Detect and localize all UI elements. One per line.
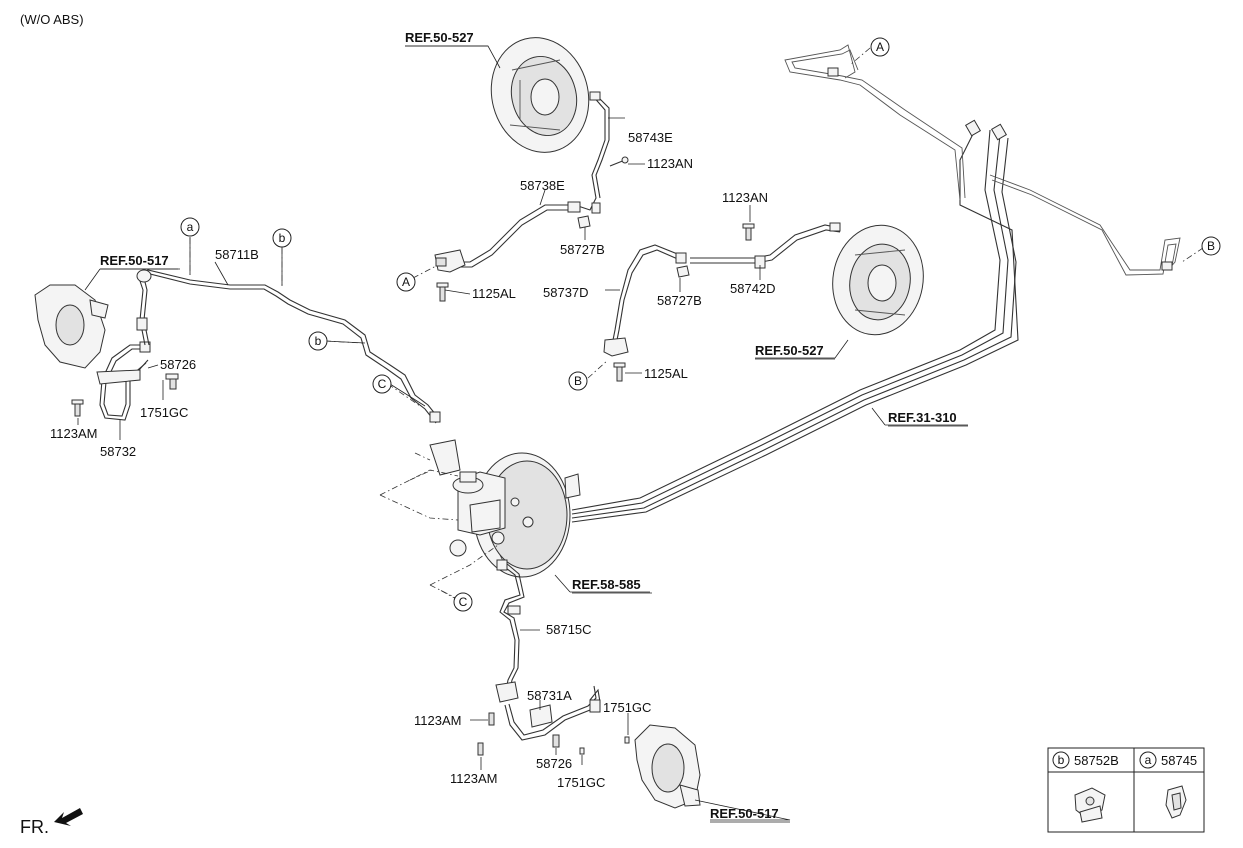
front-label: FR. [20, 817, 49, 837]
ref-58-585-label: REF.58-585 [572, 577, 641, 592]
callout-a-pipe: a [180, 217, 200, 237]
svg-text:A: A [876, 40, 884, 54]
legend-b-header: b 58752B [1052, 751, 1119, 769]
svg-text:C: C [378, 377, 387, 391]
leader-lines [77, 45, 1204, 821]
legend-a-part-label: 58745 [1161, 753, 1197, 768]
part-58732-label: 58732 [100, 444, 136, 459]
callout-C-bottom: C [453, 592, 473, 612]
clip-58745-icon [1165, 785, 1187, 819]
ref-underlines [100, 45, 968, 823]
part-1123AN-top-label: 1123AN [647, 156, 693, 171]
callout-C-pipe: C [372, 374, 392, 394]
ref-31-310-label: REF.31-310 [888, 410, 957, 425]
callout-b-top: b [272, 228, 292, 248]
part-58727B-top-label: 58727B [560, 242, 605, 257]
part-58737D-label: 58737D [543, 285, 589, 300]
callout-A-top: A [870, 37, 890, 57]
clip-legend-table: b 58752B a 58745 [1047, 747, 1205, 833]
part-58726-left-label: 58726 [160, 357, 196, 372]
variant-note: (W/O ABS) [20, 12, 84, 27]
legend-b-part-label: 58752B [1074, 753, 1119, 768]
front-direction-indicator: FR. [20, 808, 83, 837]
ref-50-517-left-label: REF.50-517 [100, 253, 169, 268]
ref-50-517-bottom-label: REF.50-517 [710, 806, 779, 821]
front-left-caliper [34, 284, 109, 369]
part-1123AM-left-label: 1123AM [50, 426, 97, 441]
callout-B-right: B [1201, 236, 1221, 256]
svg-text:b: b [1058, 753, 1065, 767]
part-58711B-label: 58711B [215, 247, 259, 262]
callout-b-pipe: b [308, 331, 328, 351]
part-58715C-label: 58715C [546, 622, 592, 637]
rear-left-drum-backing-plate [490, 37, 590, 153]
part-58731A-label: 58731A [527, 688, 572, 703]
svg-text:a: a [1145, 753, 1152, 767]
part-1751GC-bottom-right-label: 1751GC [603, 700, 651, 715]
front-left-hose-58732 [71, 341, 179, 421]
callout-B-mid: B [568, 371, 588, 391]
svg-text:A: A [402, 275, 410, 289]
part-1123AM-bottom1-label: 1123AM [414, 713, 461, 728]
ref-50-527-right-label: REF.50-527 [755, 343, 824, 358]
labels: REF.50-527 58743E 1123AN 58738E 58727B 1… [50, 30, 957, 821]
front-right-caliper [634, 724, 701, 809]
clip-58752B-icon [1074, 787, 1106, 823]
part-1751GC-bottom-label: 1751GC [557, 775, 605, 790]
part-1123AN-mid-label: 1123AN [722, 190, 768, 205]
brake-pipe-58715C [495, 559, 525, 703]
svg-text:b: b [279, 231, 286, 245]
svg-text:B: B [574, 374, 582, 388]
main-brake-line-bundle [571, 44, 1181, 523]
part-58743E-label: 58743E [628, 130, 673, 145]
part-58727B-mid-label: 58727B [657, 293, 702, 308]
part-1125AL-top-label: 1125AL [472, 286, 516, 301]
brake-pipe-58711B [136, 269, 441, 424]
callouts: A A B B a b b C [180, 37, 1221, 612]
ref-50-527-top-label: REF.50-527 [405, 30, 474, 45]
part-1751GC-left-label: 1751GC [140, 405, 188, 420]
rear-right-drum-backing-plate [832, 224, 924, 336]
legend-a-header: a 58745 [1139, 751, 1197, 769]
svg-text:b: b [315, 334, 322, 348]
part-58742D-label: 58742D [730, 281, 776, 296]
svg-text:B: B [1207, 239, 1215, 253]
callout-A-left: A [396, 272, 416, 292]
part-1123AM-bottom2-label: 1123AM [450, 771, 497, 786]
part-58726-bottom-label: 58726 [536, 756, 572, 771]
part-58738E-label: 58738E [520, 178, 565, 193]
svg-text:C: C [459, 595, 468, 609]
svg-text:a: a [187, 220, 194, 234]
part-1125AL-mid-label: 1125AL [644, 366, 688, 381]
rear-right-brake-pipes [603, 222, 841, 382]
rear-left-brake-pipes [434, 91, 629, 302]
front-right-hose-58731A [477, 685, 630, 756]
front-arrow-icon [54, 808, 83, 826]
brake-booster-master-cylinder [429, 439, 581, 578]
